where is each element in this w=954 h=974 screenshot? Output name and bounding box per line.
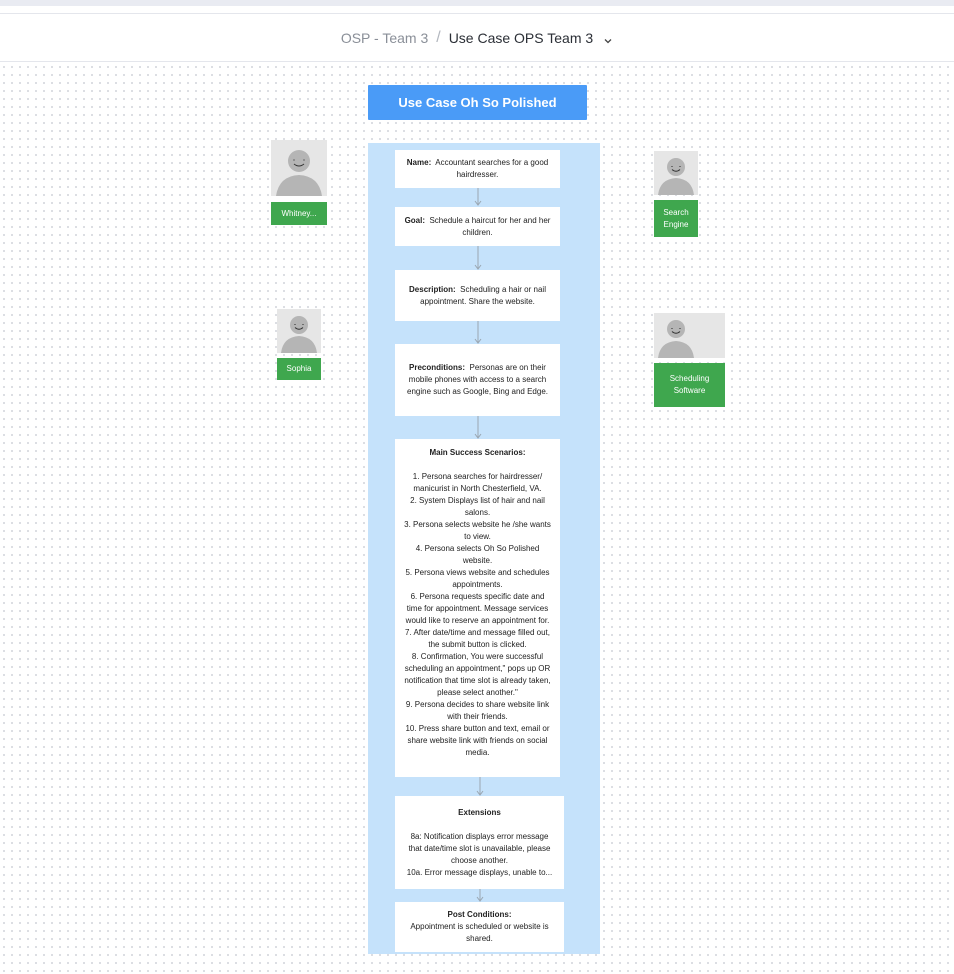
top-strip <box>0 0 954 6</box>
list-item: 3. Persona selects website he /she wants… <box>404 520 551 541</box>
list-item: 9. Persona decides to share website link… <box>405 700 550 721</box>
list-item: 10a. Error message displays, unable to..… <box>406 868 553 877</box>
card-preconditions-text: Preconditions: Personas are on their mob… <box>403 362 552 398</box>
card-name-label: Name: <box>406 158 432 167</box>
card-name-text: Name: Accountant searches for a good hai… <box>403 157 552 181</box>
card-preconditions[interactable]: Preconditions: Personas are on their mob… <box>395 344 560 416</box>
card-name[interactable]: Name: Accountant searches for a good hai… <box>395 150 560 188</box>
card-preconditions-body: Personas are on their mobile phones with… <box>407 363 548 396</box>
list-item: 10. Press share button and text, email o… <box>405 724 550 757</box>
card-description[interactable]: Description: Scheduling a hair or nail a… <box>395 270 560 321</box>
card-main-success-scenarios[interactable]: Main Success Scenarios: 1. Persona searc… <box>395 439 560 777</box>
persona-avatar-icon <box>658 320 694 358</box>
list-item: 4. Persona selects Oh So Polished websit… <box>415 544 540 565</box>
card-description-body: Scheduling a hair or nail appointment. S… <box>420 284 546 306</box>
list-item: 6. Persona requests specific date and ti… <box>405 592 550 625</box>
persona-avatar-icon <box>276 150 322 196</box>
breadcrumb-current[interactable]: Use Case OPS Team 3 <box>448 29 594 46</box>
persona-label-scheduling-software[interactable]: Scheduling Software <box>654 363 725 407</box>
persona-avatar-search-engine[interactable] <box>654 151 698 195</box>
list-item: 2. System Displays list of hair and nail… <box>410 496 545 517</box>
connector-arrow <box>474 188 482 206</box>
header-bar: OSP - Team 3 / Use Case OPS Team 3 <box>0 13 954 62</box>
card-description-label: Description: <box>409 284 456 294</box>
chevron-down-icon[interactable] <box>603 33 613 43</box>
connector-arrow <box>476 777 484 796</box>
connector-arrow <box>474 321 482 344</box>
card-extensions-header: Extensions <box>403 807 556 819</box>
list-item: 7. After date/time and message filled ou… <box>405 628 550 649</box>
card-preconditions-label: Preconditions: <box>409 363 466 372</box>
persona-avatar-icon <box>658 158 694 195</box>
list-item: 1. Persona searches for hairdresser/ man… <box>412 472 543 493</box>
card-post-conditions-header: Post Conditions: <box>403 909 556 921</box>
persona-avatar-sophia[interactable] <box>277 309 321 353</box>
card-extensions[interactable]: Extensions 8a: Notification displays err… <box>395 796 564 889</box>
persona-avatar-scheduling-software[interactable] <box>654 313 725 358</box>
card-goal-body: Schedule a haircut for her and her child… <box>429 215 551 237</box>
connector-arrow <box>474 246 482 270</box>
connector-arrow <box>476 889 484 902</box>
card-post-conditions-body: Appointment is scheduled or website is s… <box>410 922 549 943</box>
persona-label-sophia[interactable]: Sophia <box>277 358 321 380</box>
card-goal-text: Goal: Schedule a haircut for her and her… <box>403 215 552 239</box>
persona-avatar-whitney[interactable] <box>271 140 327 196</box>
list-item: 8. Confirmation, You were successful sch… <box>404 652 551 697</box>
extensions-list: 8a: Notification displays error message … <box>403 831 556 879</box>
list-item: 5. Persona views website and schedules a… <box>405 568 550 589</box>
card-main-success-header: Main Success Scenarios: <box>403 447 552 459</box>
card-post-conditions[interactable]: Post Conditions: Appointment is schedule… <box>395 902 564 952</box>
card-name-body: Accountant searches for a good hairdress… <box>435 158 549 179</box>
card-description-text: Description: Scheduling a hair or nail a… <box>403 284 552 308</box>
card-goal[interactable]: Goal: Schedule a haircut for her and her… <box>395 207 560 246</box>
card-main-success-label: Main Success Scenarios: <box>429 448 526 457</box>
connector-arrow <box>474 416 482 439</box>
main-success-list: 1. Persona searches for hairdresser/ man… <box>403 471 552 759</box>
breadcrumb-root[interactable]: OSP - Team 3 <box>340 29 429 46</box>
board-title[interactable]: Use Case Oh So Polished <box>368 85 587 120</box>
persona-label-search-engine[interactable]: Search Engine <box>654 200 698 237</box>
list-item: 8a: Notification displays error message … <box>408 832 551 865</box>
card-post-conditions-label: Post Conditions: <box>447 910 512 919</box>
card-extensions-label: Extensions <box>458 808 501 817</box>
persona-avatar-icon <box>281 316 317 353</box>
persona-label-whitney[interactable]: Whitney... <box>271 202 327 225</box>
breadcrumb-separator: / <box>436 28 441 46</box>
card-goal-label: Goal: <box>404 215 426 225</box>
